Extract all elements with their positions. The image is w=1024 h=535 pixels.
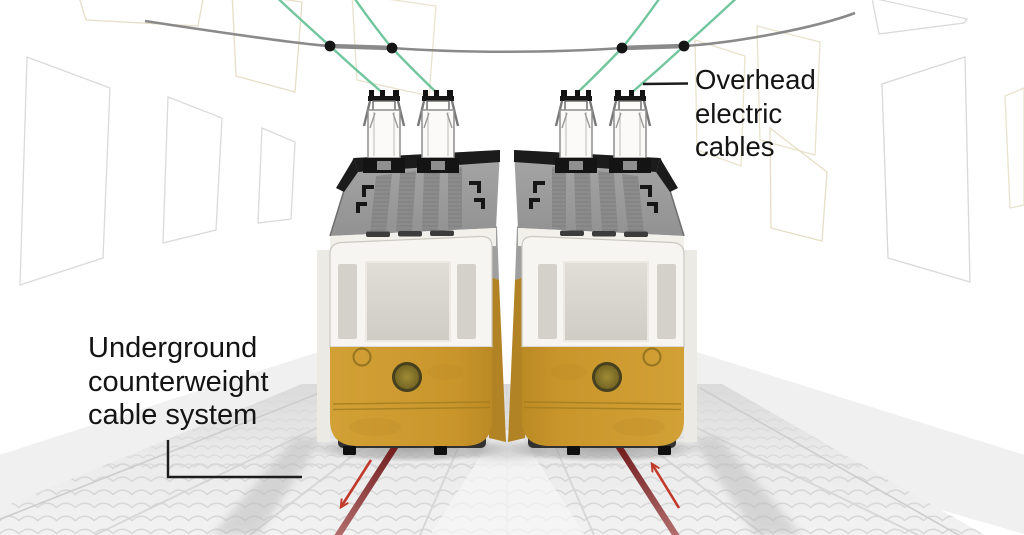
label-overhead-electric-cables: Overhead electric cables [695,64,816,162]
span-wire [144,11,856,54]
road-edge-right [699,387,961,535]
ground-shadow-streak [692,438,802,535]
cable-direction-arrow-down [341,459,373,507]
road-edge-left [0,387,333,521]
label-underground-counterweight: Underground counterweight cable system [88,332,269,431]
building-outlines [19,0,1024,286]
leader-line-overhead [642,82,689,86]
ground-shadow-streak [212,438,322,535]
cable-direction-arrow-up [652,464,681,509]
leader-line-underground [166,440,302,479]
